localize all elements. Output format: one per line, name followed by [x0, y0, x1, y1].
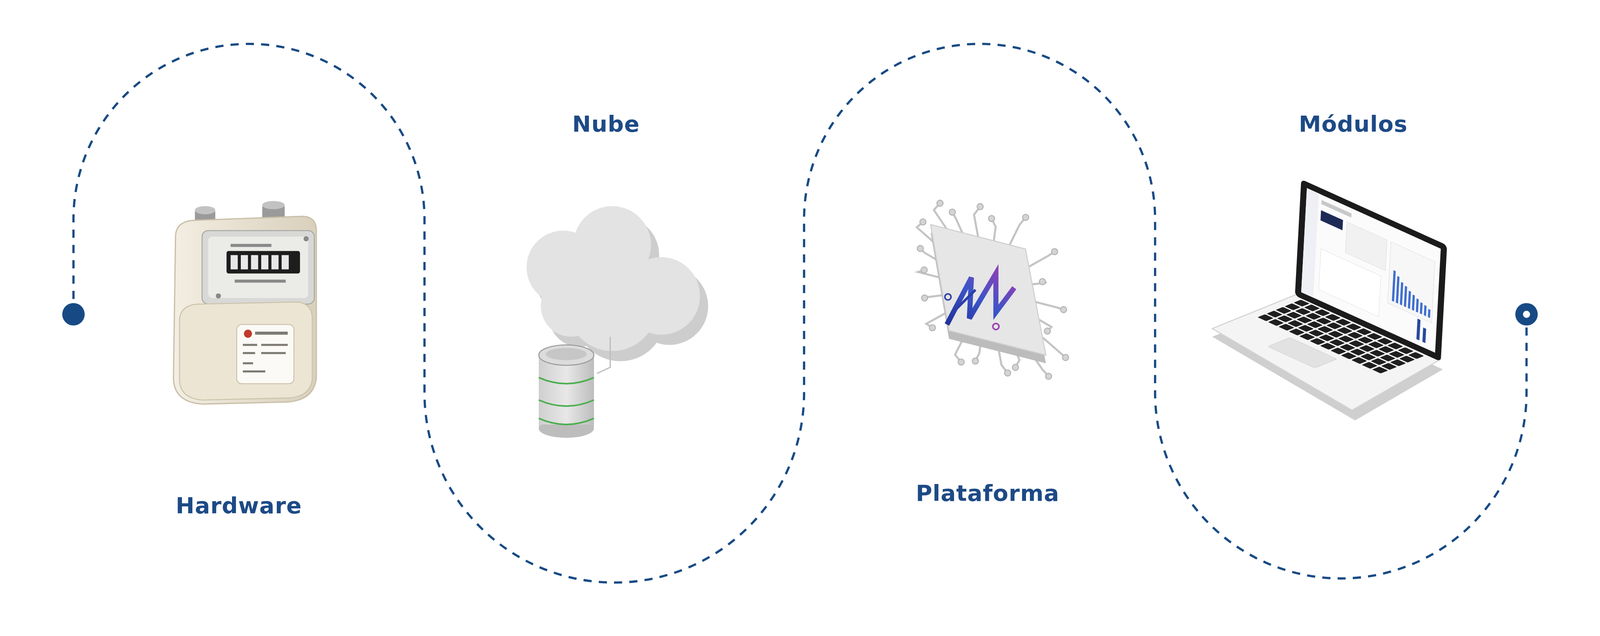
step-label: Hardware: [175, 492, 302, 519]
dashed-route: [73, 44, 1527, 583]
cloud-storage: [526, 206, 708, 438]
gas-meter: [173, 201, 317, 405]
end-dot: [1515, 303, 1538, 326]
chip-platform: [916, 200, 1069, 380]
laptop-modules: [1212, 179, 1448, 421]
start-dot: [62, 303, 85, 326]
step-label: Plataforma: [915, 480, 1060, 506]
step-label: Nube: [572, 110, 640, 137]
step-label: Módulos: [1298, 110, 1408, 137]
end-dot-center: [1522, 310, 1530, 318]
